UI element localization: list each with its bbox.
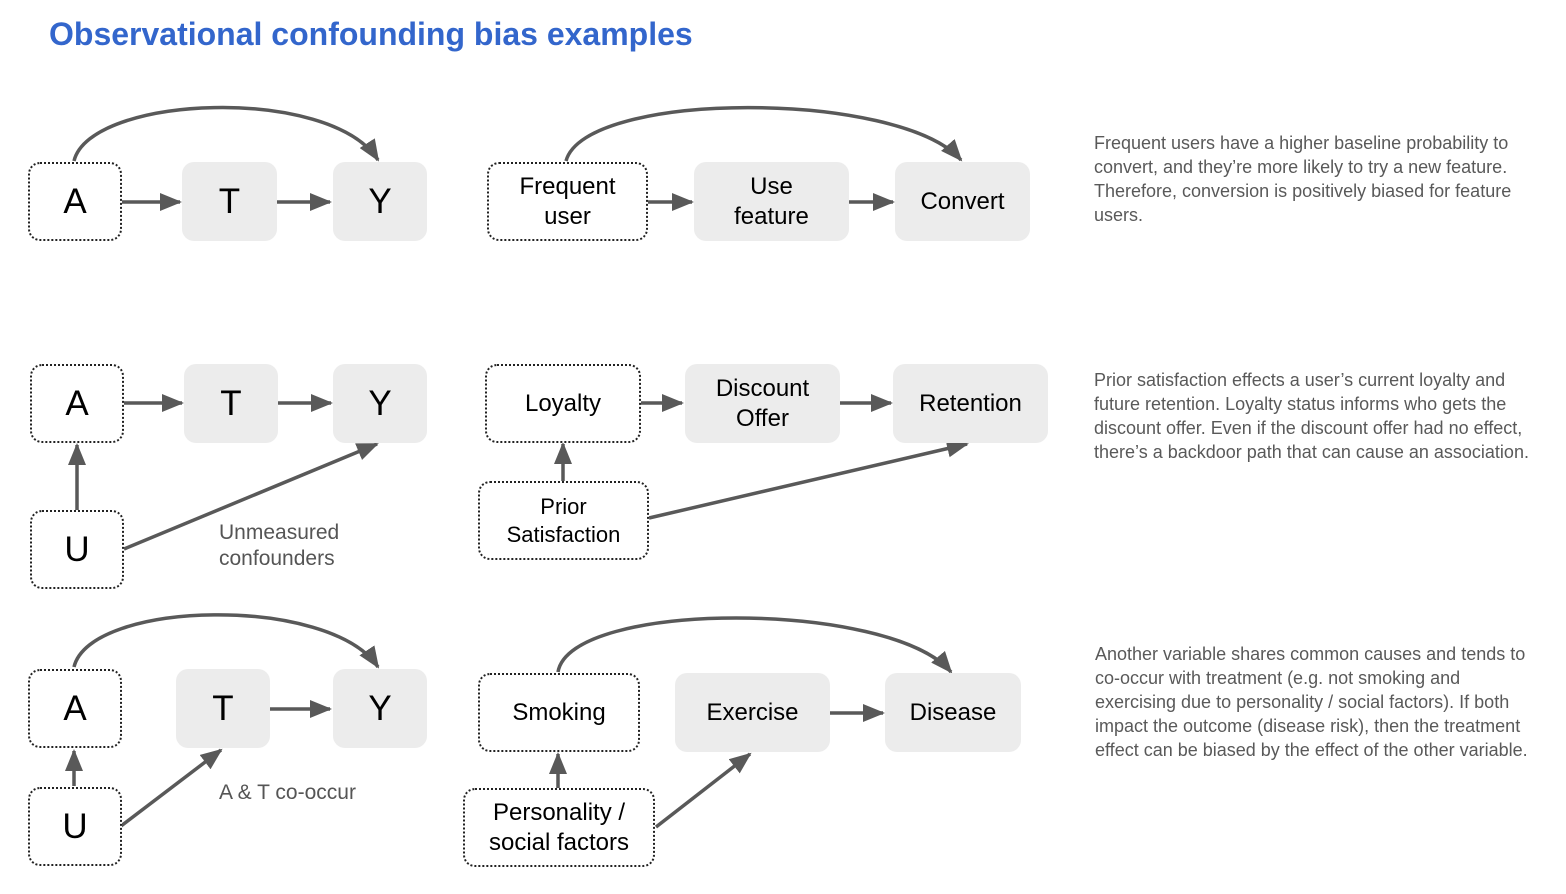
node-r2-t: T [184,364,278,443]
arrow-r3-a-y [72,613,380,669]
node-r3-disease: Disease [885,673,1021,752]
node-r1-t: T [182,162,277,241]
node-r2-a: A [30,364,124,443]
node-r2-u: U [30,510,124,589]
annotation-unmeasured-confounders: Unmeasured confounders [219,521,340,571]
page-title: Observational confounding bias examples [49,16,693,52]
node-r3-smoking: Smoking [478,673,640,752]
arrow-r3e-a-y [556,616,953,674]
arrow-r3-u-t [119,748,223,828]
description-r3: Another variable shares common causes an… [1095,644,1528,760]
node-r2-retention: Retention [893,364,1048,443]
description-r1: Frequent users have a higher baseline pr… [1094,133,1512,225]
annotation-a-t-co-occur: A & T co-occur [219,781,356,804]
arrow-r1-a-y [72,105,380,162]
node-r1-use-feature: Use feature [694,162,849,241]
node-r2-discount-offer: Discount Offer [685,364,840,443]
node-r2-y: Y [333,364,427,443]
node-r1-y: Y [333,162,427,241]
node-r3-personality-social-factors: Personality / social factors [463,788,655,867]
node-r3-y: Y [333,669,427,748]
arrow-r2e-u-y [648,439,969,520]
node-r1-a: A [28,162,122,241]
description-r2: Prior satisfaction effects a user’s curr… [1094,370,1529,462]
arrow-r3e-u-t [654,752,752,829]
arrow-r1e-a-y [564,105,963,162]
node-r3-a: A [28,669,122,748]
node-r1-frequent-user: Frequent user [487,162,648,241]
node-r3-t: T [176,669,270,748]
node-r2-prior-satisfaction: Prior Satisfaction [478,481,649,560]
node-r3-exercise: Exercise [675,673,830,752]
node-r2-loyalty: Loyalty [485,364,641,443]
node-r1-convert: Convert [895,162,1030,241]
node-r3-u: U [28,787,122,866]
